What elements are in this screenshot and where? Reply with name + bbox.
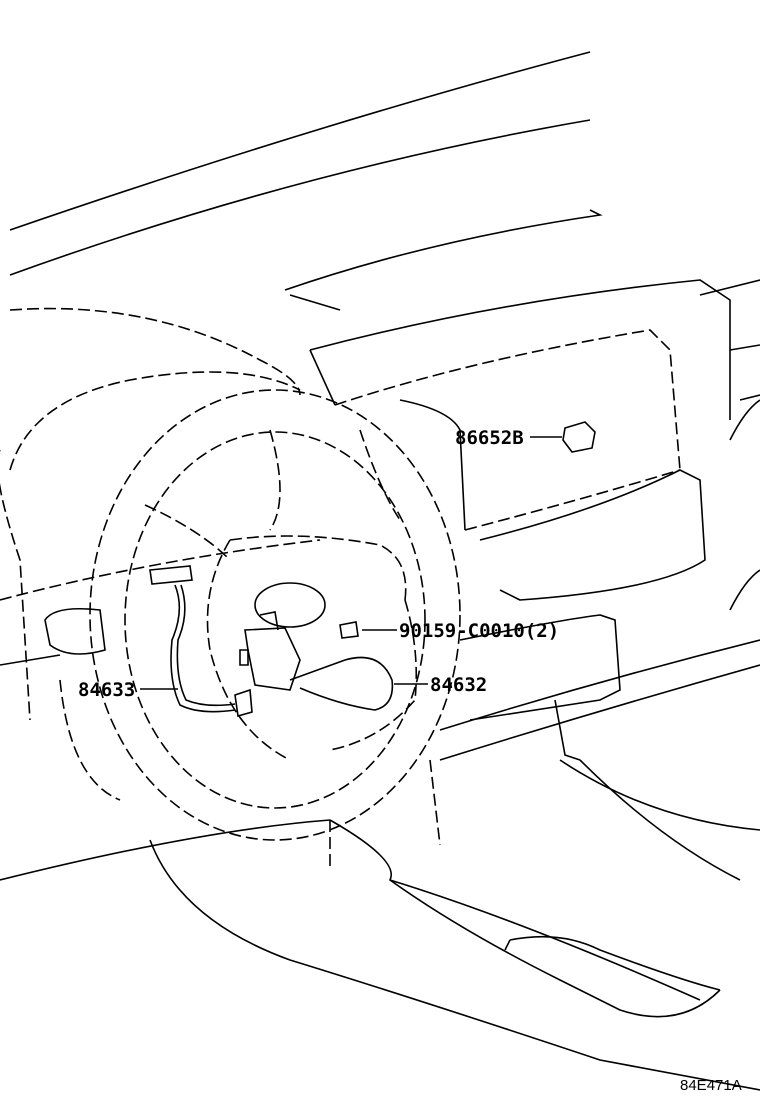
part-label-86652b: 86652B [455,427,524,449]
steering-wheel [89,389,461,841]
switch-assembly [149,421,596,718]
leader-lines [140,436,562,690]
figure-code: 84E471A [680,1077,742,1094]
part-label-84633: 84633 [78,679,135,701]
dashboard-outline [0,51,760,1091]
part-label-90159-c0010: 90159-C0010(2) [399,620,559,642]
part-label-84632: 84632 [430,674,487,696]
